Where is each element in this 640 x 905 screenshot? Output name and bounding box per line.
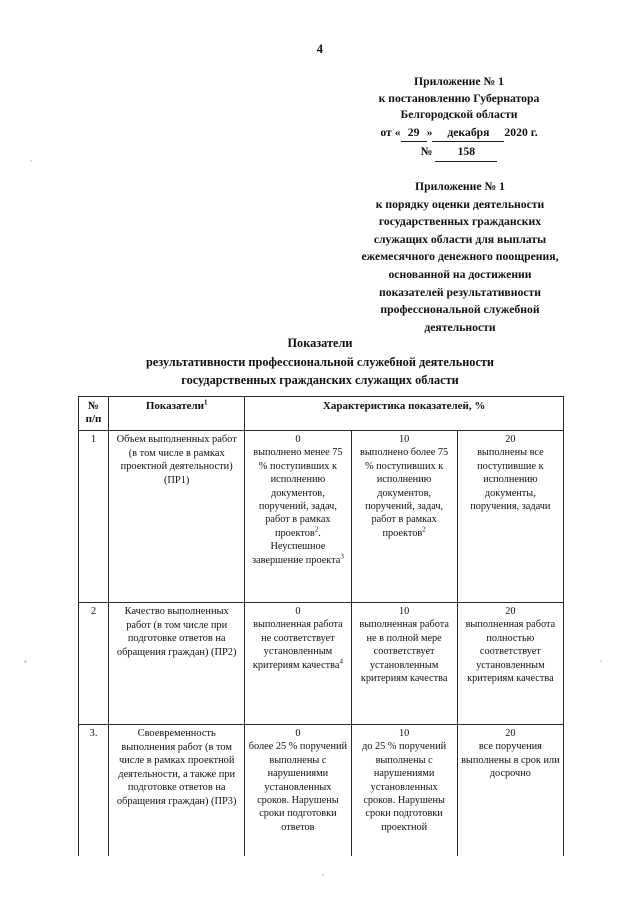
characteristic-footnote: 2 <box>314 525 319 534</box>
appendix-line-6: основанной на достижении <box>388 267 532 281</box>
number-label: № <box>420 145 433 159</box>
table-body: 1 Объем выполненных работ (в том числе в… <box>78 430 564 856</box>
approval-number-line: № 158 <box>330 144 588 162</box>
characteristic-text: выполнено более 75 % поступивших к испол… <box>360 447 449 539</box>
header-cell-indicators: Показатели1 <box>108 396 246 431</box>
characteristic-text: выполнены все поступившие к исполнению д… <box>470 447 551 513</box>
table-header-row: № п/п Показатели1 Характеристика показат… <box>78 396 564 431</box>
score-value: 20 <box>505 606 516 617</box>
row-indicator-name: Объем выполненных работ (в том числе в р… <box>108 430 246 603</box>
row-characteristic-20: 20 все поручения выполнены в срок или дос… <box>456 724 564 856</box>
date-day-field: 29 <box>400 125 427 143</box>
row-characteristic-10: 10 выполненная работа не в полной мере со… <box>350 602 458 725</box>
row-characteristic-20: 20 выполнены все поступившие к исполнению… <box>456 430 564 603</box>
header-indicators-footnote: 1 <box>204 398 208 407</box>
appendix-line-4: служащих области для выплаты <box>373 232 547 246</box>
scan-speck <box>322 874 324 876</box>
header-indicators-text: Показатели <box>145 400 205 412</box>
indicators-table: № п/п Показатели1 Характеристика показат… <box>78 396 564 856</box>
row-number: 1 <box>78 430 110 603</box>
appendix-line-5: ежемесячного денежного поощрения, <box>361 250 559 264</box>
scan-speck <box>30 160 32 162</box>
document-title: Показатели результативности профессионал… <box>60 334 580 390</box>
date-month-field: декабря <box>432 125 505 143</box>
appendix-line-8: профессиональной служебной <box>380 303 540 317</box>
document-title-line-2: результативности профессиональной служеб… <box>145 354 495 369</box>
header-cell-number: № п/п <box>78 396 110 431</box>
characteristic-footnote: 2 <box>422 525 426 534</box>
appendix-line-2: к порядку оценки деятельности <box>375 197 545 211</box>
header-cell-characteristics: Характеристика показателей, % <box>244 396 564 431</box>
characteristic-text: выполненная работа не соответствует уста… <box>252 619 343 671</box>
table-head: № п/п Показатели1 Характеристика показат… <box>78 396 564 431</box>
characteristic-text-2: . Неуспешное завершение проекта <box>251 527 341 566</box>
characteristic-footnote-2: 3 <box>340 552 344 561</box>
table-row: 3. Своевременность выполнения работ (в т… <box>78 724 564 856</box>
row-characteristic-0: 0 выполненная работа не соответствует уст… <box>244 602 352 725</box>
score-value: 10 <box>398 434 410 445</box>
table-row: 2 Качество выполненных работ (в том числ… <box>78 602 564 725</box>
date-prefix: от « <box>380 125 401 139</box>
score-value: 20 <box>505 728 516 739</box>
appendix-line-9: деятельности <box>424 320 496 334</box>
characteristic-text: более 25 % поручений выполнены с нарушен… <box>248 741 348 833</box>
score-value: 10 <box>398 606 410 617</box>
row-characteristic-10: 10 выполнено более 75 % поступивших к исп… <box>350 430 458 603</box>
row-indicator-name: Своевременность выполнения работ (в том … <box>108 724 246 856</box>
row-indicator-name: Качество выполненных работ (в том числе … <box>108 602 246 725</box>
appendix-line-1: Приложение № 1 <box>414 180 506 193</box>
score-value: 0 <box>295 606 301 617</box>
characteristic-text: до 25 % поручений выполнены с нарушениям… <box>362 741 447 833</box>
appendix-line-3: государственных гражданских <box>378 215 542 229</box>
table-row: 1 Объем выполненных работ (в том числе в… <box>78 430 564 603</box>
scan-speck <box>600 660 602 662</box>
document-title-line-3: государственных гражданских служащих обл… <box>181 373 459 387</box>
appendix-heading-block: Приложение № 1 к порядку оценки деятельн… <box>330 178 590 336</box>
score-value: 0 <box>295 434 301 445</box>
approval-line-2: к постановлению Губернатора <box>378 91 540 105</box>
score-value: 20 <box>505 434 516 445</box>
header-number-line-2: п/п <box>85 413 102 425</box>
scan-speck <box>24 660 27 663</box>
row-number: 2 <box>78 602 110 725</box>
row-characteristic-0: 0 более 25 % поручений выполнены с наруше… <box>244 724 352 856</box>
score-value: 0 <box>295 728 301 739</box>
indicators-table-container: № п/п Показатели1 Характеристика показат… <box>78 396 564 856</box>
number-value-field: 158 <box>435 144 498 162</box>
date-mid: » <box>426 125 433 139</box>
characteristic-text: все поручения выполнены в срок или досро… <box>461 741 560 780</box>
document-title-line-1: Показатели <box>287 336 353 350</box>
approval-block: Приложение № 1 к постановлению Губернато… <box>330 74 588 162</box>
row-number: 3. <box>78 724 110 856</box>
date-year: 2020 г. <box>504 125 538 139</box>
characteristic-text: выполненная работа не в полной мере соот… <box>359 619 449 685</box>
row-characteristic-0: 0 выполнено менее 75 % поступивших к испо… <box>244 430 352 603</box>
row-characteristic-20: 20 выполненная работа полностью соответст… <box>456 602 564 725</box>
characteristic-text: выполнено менее 75 % поступивших к испол… <box>253 447 343 539</box>
characteristic-text: выполненная работа полностью соответству… <box>465 619 556 685</box>
approval-line-1: Приложение № 1 <box>413 75 505 88</box>
appendix-line-7: показателей результативности <box>379 285 541 299</box>
characteristic-footnote: 4 <box>339 657 343 666</box>
page-number: 4 <box>316 42 324 56</box>
approval-line-3: Белгородской области <box>400 108 518 122</box>
row-characteristic-10: 10 до 25 % поручений выполнены с нарушени… <box>350 724 458 856</box>
score-value: 10 <box>398 728 410 739</box>
header-number-line-1: № <box>87 400 100 412</box>
